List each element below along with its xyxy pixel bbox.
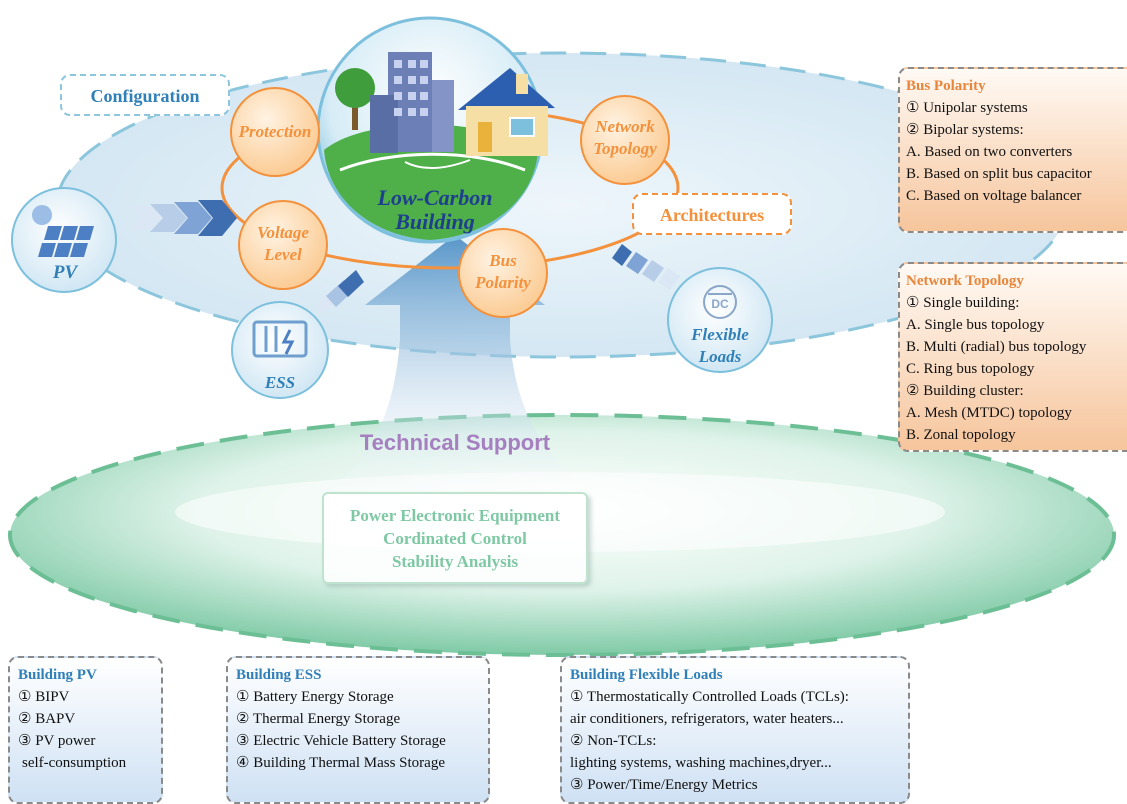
building-loads-item: lighting systems, washing machines,dryer… (570, 755, 832, 771)
network-topology-item: C. Ring bus topology (906, 361, 1035, 377)
building-pv-item: self-consumption (22, 755, 127, 771)
ess-text: ESS (264, 373, 296, 392)
voltage-level-circle (238, 200, 328, 290)
ess-flow-arrows (316, 270, 364, 314)
technical-support-label: Technical Support (359, 430, 551, 455)
building-pv-item: ② BAPV (18, 711, 76, 727)
building-flexible-loads-box: Building Flexible Loads ① Thermostatical… (560, 656, 910, 804)
pv-text: PV (52, 262, 78, 283)
building-loads-item: air conditioners, refrigerators, water h… (570, 711, 844, 727)
building-ess-box-title: Building ESS (236, 667, 322, 683)
voltage-level-line1: Voltage (257, 223, 309, 242)
configuration-label: Configuration (60, 74, 230, 116)
bus-polarity-item: B. Based on split bus capacitor (906, 166, 1092, 182)
support-item-power-electronics: Power Electronic Equipment (350, 506, 560, 525)
bus-polarity-item: ① Unipolar systems (906, 100, 1028, 116)
flexible-loads-text: Flexible Loads (680, 324, 760, 368)
bus-polarity-item: C. Based on voltage balancer (906, 188, 1082, 204)
bus-polarity-box: Bus Polarity ① Unipolar systems ② Bipola… (898, 67, 1127, 233)
pv-flow-arrows (128, 200, 237, 236)
center-title-line1: Low-Carbon (377, 185, 493, 210)
building-flexible-loads-box-title: Building Flexible Loads (570, 667, 723, 683)
network-topology-item: B. Zonal topology (906, 427, 1016, 443)
network-topology-item: ② Building cluster: (906, 383, 1024, 399)
support-item-coordinated-control: Cordinated Control (383, 529, 527, 548)
network-topology-line1: Network (595, 117, 655, 136)
building-loads-item: ③ Power/Time/Energy Metrics (570, 777, 758, 793)
bus-polarity-box-title: Bus Polarity (906, 78, 986, 94)
bus-polarity-item: ② Bipolar systems: (906, 122, 1024, 138)
building-pv-item: ① BIPV (18, 689, 70, 705)
network-topology-box-title: Network Topology (906, 273, 1024, 289)
protection-text: Protection (238, 122, 312, 141)
network-topology-item: A. Mesh (MTDC) topology (906, 405, 1072, 421)
bus-polarity-line1: Bus (489, 251, 517, 270)
building-ess-item: ① Battery Energy Storage (236, 689, 394, 705)
loads-flow-arrows (612, 244, 680, 290)
building-ess-box: Building ESS ① Battery Energy Storage ② … (226, 656, 490, 804)
flexible-loads-node (667, 267, 773, 373)
center-title-line2: Building (395, 209, 475, 234)
bus-polarity-circle (458, 228, 548, 318)
center-title: Low-Carbon Building (350, 186, 520, 234)
network-topology-line2: Topology (593, 139, 657, 158)
support-items-box: Power Electronic Equipment Cordinated Co… (322, 492, 588, 584)
building-pv-item: ③ PV power (18, 733, 96, 749)
network-topology-item: B. Multi (radial) bus topology (906, 339, 1087, 355)
bus-polarity-text: Bus Polarity (459, 250, 547, 294)
solar-panel-icon (32, 205, 94, 257)
building-loads-item: ① Thermostatically Controlled Loads (TCL… (570, 689, 849, 705)
voltage-level-text: Voltage Level (239, 222, 327, 266)
dc-icon (703, 285, 737, 319)
bus-polarity-item: A. Based on two converters (906, 144, 1073, 160)
protection-circle (230, 87, 320, 177)
building-loads-item: ② Non-TCLs: (570, 733, 657, 749)
network-topology-circle (580, 95, 670, 185)
building-ess-item: ④ Building Thermal Mass Storage (236, 755, 445, 771)
network-topology-box: Network Topology ① Single building: A. S… (898, 262, 1127, 452)
battery-storage-icon (252, 320, 308, 358)
dc-badge-text: DC (711, 297, 729, 311)
building-ess-item: ③ Electric Vehicle Battery Storage (236, 733, 446, 749)
building-pv-box-title: Building PV (18, 667, 97, 683)
support-item-stability-analysis: Stability Analysis (391, 552, 519, 571)
voltage-level-line2: Level (264, 245, 302, 264)
building-ess-item: ② Thermal Energy Storage (236, 711, 401, 727)
flexible-loads-line1: Flexible (691, 325, 749, 344)
network-topology-item: A. Single bus topology (906, 317, 1045, 333)
building-pv-box: Building PV ① BIPV ② BAPV ③ PV power sel… (8, 656, 163, 804)
network-topology-item: ① Single building: (906, 295, 1020, 311)
ess-node (231, 301, 329, 399)
flexible-loads-line2: Loads (698, 347, 742, 366)
architectures-label: Architectures (632, 193, 792, 235)
bus-polarity-line2: Polarity (475, 273, 531, 292)
network-topology-text: Network Topology (581, 116, 669, 160)
